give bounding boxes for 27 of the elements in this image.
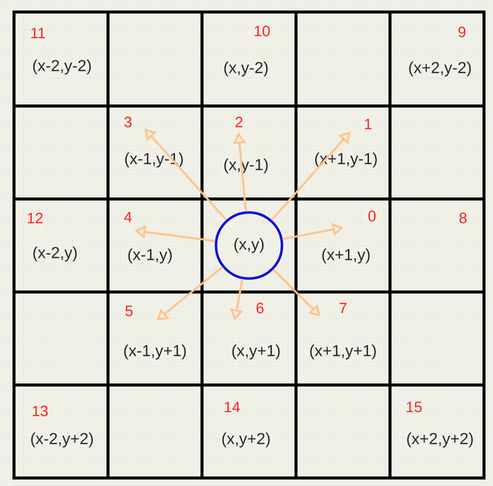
grid-cell: 9 (x+2,y-2): [388, 10, 486, 108]
arrow: [144, 128, 227, 221]
grid-cell: 12 (x-2,y): [12, 198, 110, 294]
grid-cell: [388, 290, 486, 386]
arrow: [272, 268, 320, 316]
grid-cell: [106, 383, 204, 480]
grid-cell: 10 (x,y-2): [200, 10, 298, 108]
grid-cell: [388, 104, 486, 200]
grid-cell: 7 (x+1,y+1): [294, 290, 392, 386]
grid-cell: [12, 104, 110, 200]
grid-cell: 15 (x+2,y+2): [388, 383, 486, 480]
grid-cell: 11 (x-2,y-2): [12, 10, 110, 108]
arrow: [271, 132, 350, 221]
grid-cell: [12, 290, 110, 386]
grid-cell: 14 (x,y+2): [200, 383, 298, 480]
grid-cell: [106, 10, 204, 108]
grid-cell: 5 (x-1,y+1): [106, 290, 204, 386]
grid-cell: 1 (x+1,y-1): [294, 104, 392, 200]
grid-cell: 6 (x,y+1): [200, 290, 298, 386]
grid-cell: 8: [388, 198, 486, 294]
grid-cell: 3 (x-1,y-1): [106, 104, 204, 200]
grid-cell: [294, 383, 392, 480]
grid-cell: 4 (x-1,y): [106, 198, 204, 294]
grid-cell: [294, 10, 392, 108]
grid-cell: 2 (x,y-1): [200, 104, 298, 200]
grid-cell: 0 (x+1,y): [294, 198, 392, 294]
grid-cell: 13 (x-2,y+2): [12, 383, 110, 480]
